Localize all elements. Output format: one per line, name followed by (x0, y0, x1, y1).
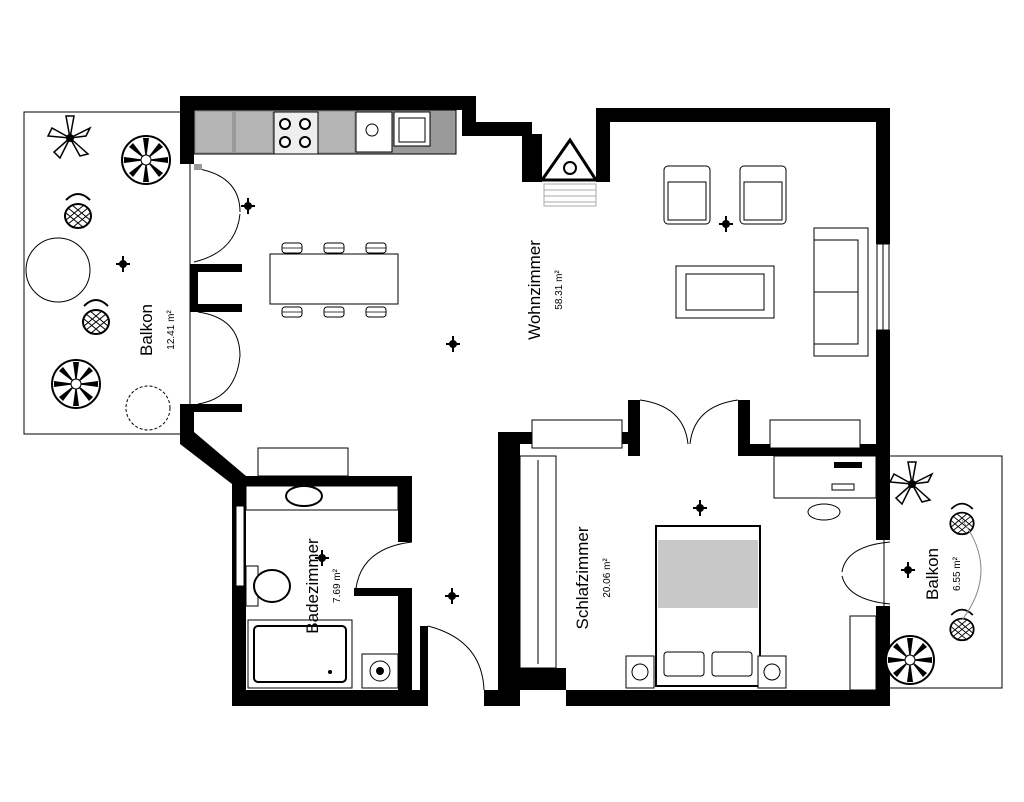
toilet-icon (245, 565, 291, 607)
chair-icon (949, 608, 975, 642)
svg-text:Wohnzimmer: Wohnzimmer (525, 240, 544, 340)
room-label-wohnzimmer: Wohnzimmer 58.31 m² (525, 240, 565, 340)
washing-machine-icon (361, 653, 399, 689)
dining-table (269, 242, 399, 318)
sofa-icon (813, 227, 869, 357)
lamp-icon (625, 655, 787, 689)
bush-icon (125, 385, 171, 431)
chair-icon (64, 193, 92, 229)
chair-icon (82, 299, 110, 335)
windows (235, 243, 890, 587)
stove-icon (273, 111, 319, 155)
chair-icon (949, 502, 975, 536)
svg-text:7.69 m²: 7.69 m² (332, 568, 343, 603)
kitchen-counter (193, 109, 457, 170)
svg-text:20.06 m²: 20.06 m² (602, 558, 613, 598)
cabinet (849, 615, 877, 691)
room-label-badezimmer: Badezimmer 7.69 m² (303, 538, 343, 634)
sink-icon (393, 111, 431, 147)
svg-text:12.41 m²: 12.41 m² (166, 310, 177, 350)
plant-icon (47, 115, 91, 159)
fan-palm-icon (885, 635, 935, 685)
wardrobe (519, 455, 557, 669)
svg-text:Schlafzimmer: Schlafzimmer (573, 526, 592, 629)
desk-icon (773, 455, 877, 521)
sink-icon (285, 485, 323, 507)
bed-icon (655, 525, 761, 687)
svg-text:58.31 m²: 58.31 m² (554, 270, 565, 310)
bathroom-fixtures (245, 485, 399, 689)
svg-text:Balkon: Balkon (137, 304, 156, 356)
doors (193, 167, 891, 691)
svg-text:Badezimmer: Badezimmer (303, 538, 322, 634)
left-balcony-furniture (25, 115, 171, 431)
right-balcony-furniture (885, 461, 982, 685)
fireplace-icon (539, 137, 599, 207)
room-label-balkon-right: Balkon 6.55 m² (923, 548, 963, 600)
bathtub-icon (247, 619, 353, 689)
fan-palm-icon (121, 135, 171, 185)
plant-icon (889, 461, 933, 505)
balcony-outlines (23, 111, 1003, 689)
svg-text:6.55 m²: 6.55 m² (952, 556, 963, 591)
fan-palm-icon (51, 359, 101, 409)
round-table-icon (25, 237, 91, 303)
armchair-icon (663, 165, 787, 225)
room-label-balkon-left: Balkon 12.41 m² (137, 304, 177, 356)
coffee-table-icon (675, 265, 775, 319)
room-label-schlafzimmer: Schlafzimmer 20.06 m² (573, 526, 613, 629)
svg-text:Balkon: Balkon (923, 548, 942, 600)
sideboards (257, 419, 861, 477)
